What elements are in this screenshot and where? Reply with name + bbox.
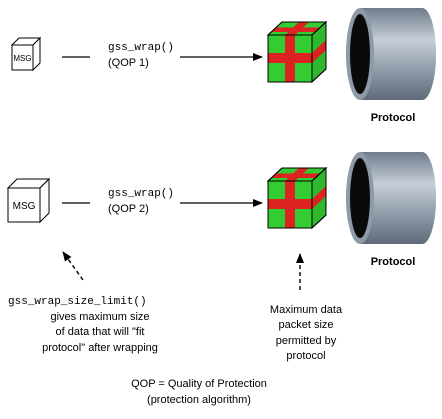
qop-label: (QOP 2) [108, 203, 149, 215]
row-qop2: MSG gss_wrap() (QOP 2) Protocol [6, 152, 436, 268]
qop-label: (QOP 1) [108, 57, 149, 69]
protocol-label: Protocol [371, 256, 416, 268]
wrapped-package [266, 166, 328, 230]
message-label: MSG [13, 54, 31, 63]
wrapped-package [266, 20, 328, 84]
message-cube: MSG [10, 36, 42, 72]
row-qop1: MSG gss_wrap() (QOP 1) [10, 8, 436, 124]
qop-definition: QOP = Quality of Protection [131, 378, 267, 390]
size-limit-note: gss_wrap_size_limit() gives maximum size… [8, 296, 158, 354]
packet-note-line: protocol [286, 350, 325, 362]
packet-note-line: packet size [278, 319, 333, 331]
wrap-call: gss_wrap() [108, 188, 174, 200]
size-limit-line: gives maximum size [50, 311, 149, 323]
protocol-pipe [346, 152, 436, 244]
footer-note: QOP = Quality of Protection (protection … [131, 378, 267, 406]
message-cube: MSG [6, 177, 51, 224]
packet-size-note: Maximum data packet size permitted by pr… [270, 304, 343, 362]
qop-definition-detail: (protection algorithm) [147, 394, 251, 406]
size-limit-line: protocol" after wrapping [42, 342, 158, 354]
packet-note-line: Maximum data [270, 304, 343, 316]
size-limit-line: of data that will "fit [56, 326, 145, 338]
size-limit-arrow [62, 251, 84, 281]
message-label: MSG [13, 201, 36, 212]
protocol-label: Protocol [371, 112, 416, 124]
packet-note-line: permitted by [276, 335, 337, 347]
wrap-call: gss_wrap() [108, 42, 174, 54]
protocol-pipe [346, 8, 436, 100]
size-limit-call: gss_wrap_size_limit() [8, 296, 147, 308]
